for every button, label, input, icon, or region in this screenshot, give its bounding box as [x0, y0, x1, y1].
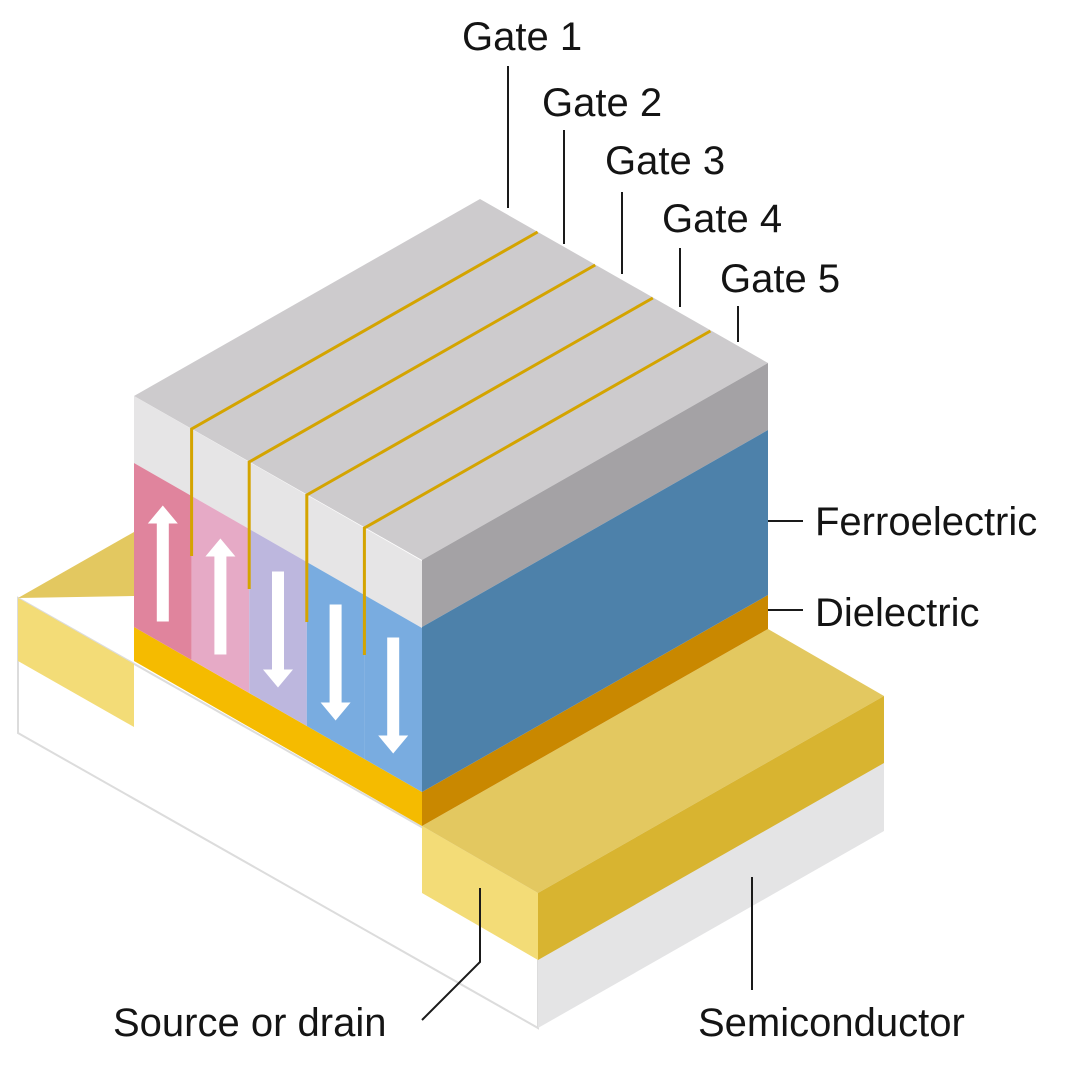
- gate-separation-lines: [190, 230, 712, 655]
- gate-4-front: [306, 495, 365, 595]
- gate-gap-4-5: [362, 329, 712, 655]
- leader-source-drain: [421, 888, 481, 1021]
- gate-5-front: [364, 528, 422, 628]
- source-drain-right-top: [422, 629, 884, 893]
- polarization-arrows: [147, 505, 409, 754]
- ferroelectric-front-faces: [134, 463, 422, 792]
- source-drain-left-top: [18, 532, 134, 598]
- label-dielectric: Dielectric: [815, 591, 979, 635]
- label-source-drain: Source or drain: [113, 1001, 386, 1045]
- polarization-arrow-2-up: [205, 538, 236, 655]
- polarization-arrow-3-down: [263, 571, 293, 688]
- leader-lines: [421, 66, 803, 1021]
- source-drain-right-side: [538, 696, 884, 960]
- polarization-arrow-4-down: [320, 604, 351, 721]
- gate-gap-3-4: [305, 296, 654, 622]
- polarization-arrow-5-down: [378, 637, 409, 754]
- gate-stack-top-face: [134, 199, 768, 560]
- gate-front-faces: [134, 396, 422, 628]
- gate-gap-2-3: [247, 263, 596, 589]
- source-drain-left-front: [18, 598, 134, 727]
- dielectric-side-face: [422, 595, 768, 826]
- gate-gap-1-2: [190, 230, 539, 556]
- label-gate1: Gate 1: [462, 15, 582, 59]
- gate-stack-side-face: [422, 363, 768, 627]
- gate-1-front: [134, 396, 192, 496]
- dielectric-front-face: [134, 627, 422, 826]
- gate-3-front: [249, 462, 307, 562]
- label-gate2: Gate 2: [542, 81, 662, 125]
- label-gate4: Gate 4: [662, 197, 782, 241]
- ferroelectric-side-face: [422, 430, 768, 792]
- label-gate5: Gate 5: [720, 257, 840, 301]
- label-ferroelectric: Ferroelectric: [815, 500, 1037, 544]
- polarization-arrow-1-up: [147, 505, 178, 622]
- label-semiconductor: Semiconductor: [698, 1001, 965, 1045]
- label-gate3: Gate 3: [605, 139, 725, 183]
- gate-2-front: [191, 429, 250, 529]
